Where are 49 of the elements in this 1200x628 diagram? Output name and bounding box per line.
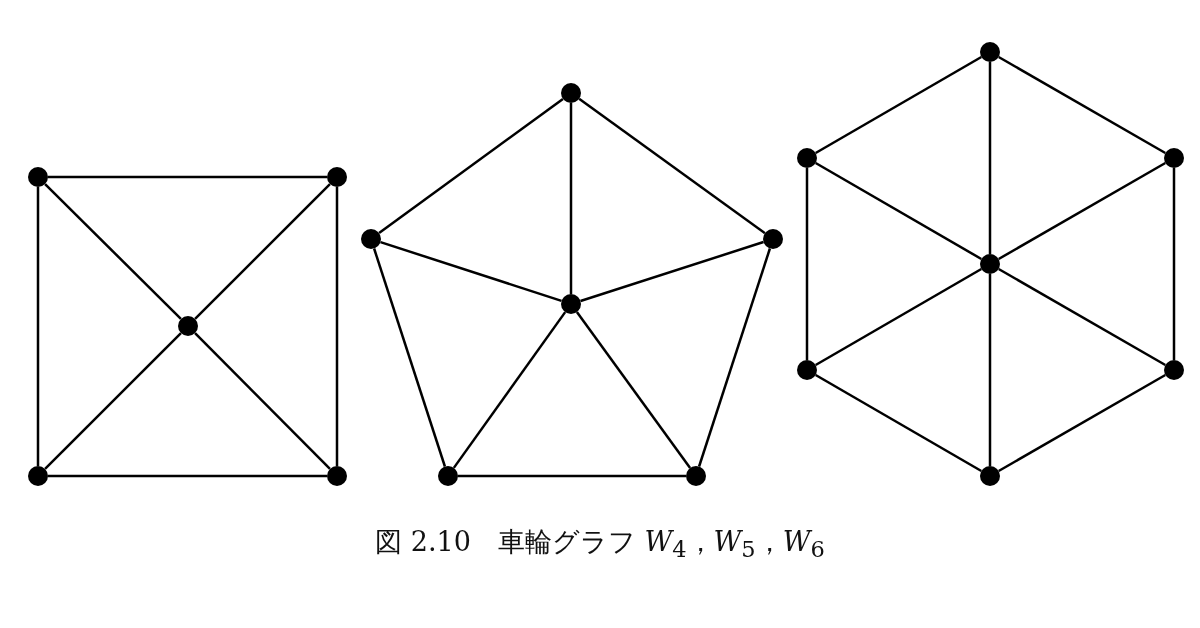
vertex-dot: [327, 167, 347, 187]
graph-edge: [815, 161, 982, 261]
vertex-dot: [980, 42, 1000, 62]
graph-edge: [48, 474, 327, 478]
figure-caption: 図 2.10 車輪グラフ W$_{4}$，W$_{5}$，W$_{6}$: [375, 526, 825, 557]
vertex-dot: [797, 148, 817, 168]
vertex-dot: [28, 167, 48, 187]
graph-edge: [988, 62, 992, 254]
vertex-dot: [1164, 360, 1184, 380]
graph-edge: [578, 97, 766, 235]
graph-edge: [998, 55, 1166, 155]
vertex-dot: [1164, 148, 1184, 168]
graph-edge: [452, 311, 567, 469]
graph-edge: [458, 474, 686, 478]
graph-edge: [48, 175, 327, 179]
graph-edge: [44, 183, 182, 320]
graph-edge: [998, 161, 1166, 261]
graph-edge: [194, 183, 331, 320]
graph-edge: [697, 248, 772, 467]
graph-edge: [580, 240, 764, 303]
graph-edge: [815, 267, 982, 367]
vertex-dot: [763, 229, 783, 249]
graph-edge: [815, 55, 982, 155]
graph-edge: [998, 373, 1166, 473]
vertex-dot: [561, 294, 581, 314]
graph-edge: [378, 97, 564, 235]
vertex-dot: [438, 466, 458, 486]
graph-edge: [815, 373, 982, 473]
vertex-dot: [980, 254, 1000, 274]
graph-edge: [569, 103, 573, 294]
vertex-dot: [980, 466, 1000, 486]
graph-edge: [575, 311, 692, 469]
graph-edge: [335, 187, 339, 466]
graph-edge: [194, 332, 331, 470]
vertex-dot: [28, 466, 48, 486]
graph-edge: [380, 240, 562, 303]
graph-edge: [998, 267, 1166, 367]
vertex-dot: [561, 83, 581, 103]
graph-edge: [1172, 168, 1176, 360]
vertex-dot: [327, 466, 347, 486]
graph-edge: [36, 187, 40, 466]
graph-edge: [988, 274, 992, 466]
vertex-dot: [178, 316, 198, 336]
graph-edge: [805, 168, 809, 360]
graph-edge: [44, 332, 182, 470]
graph-edge: [372, 248, 447, 467]
vertex-dot: [361, 229, 381, 249]
vertex-dot: [686, 466, 706, 486]
vertex-dot: [797, 360, 817, 380]
